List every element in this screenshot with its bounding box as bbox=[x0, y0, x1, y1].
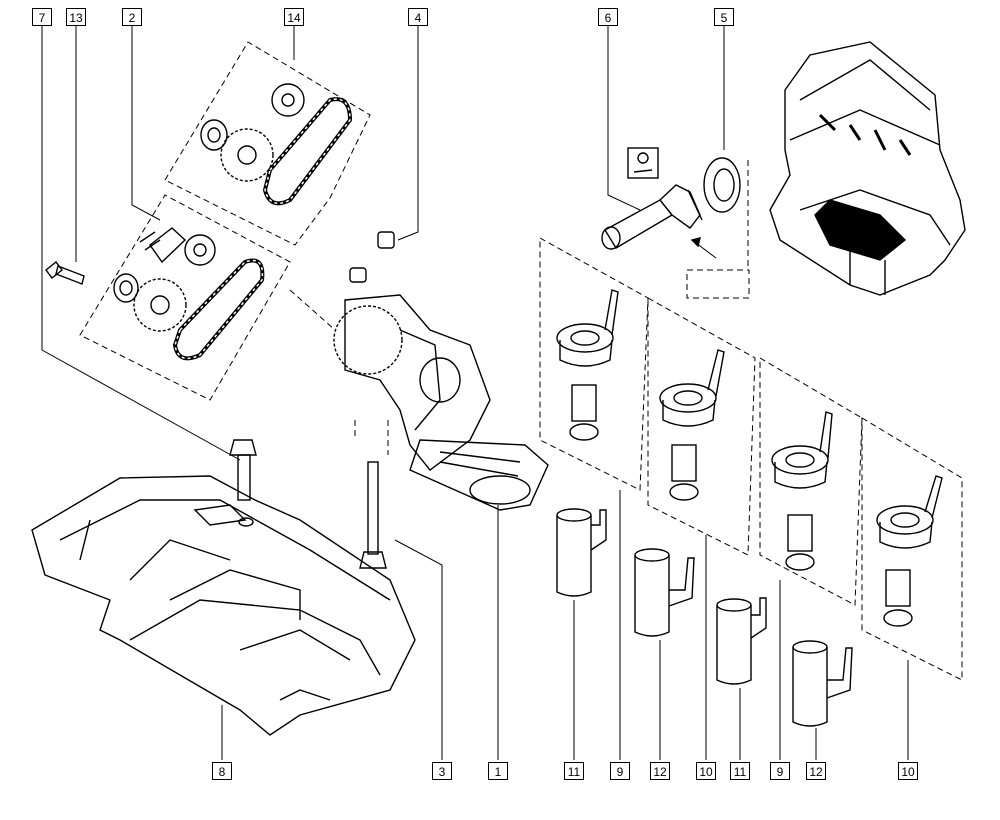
callout-1: 1 bbox=[488, 762, 508, 780]
callout-3: 3 bbox=[432, 762, 452, 780]
callout-11b: 11 bbox=[730, 762, 750, 780]
bolt-7 bbox=[229, 439, 257, 527]
oil-pump bbox=[333, 231, 549, 511]
oil-sump-baffle bbox=[31, 475, 416, 736]
callout-14: 14 bbox=[284, 8, 304, 26]
pump-screw-3 bbox=[359, 461, 387, 569]
banjo-fitting-4 bbox=[876, 475, 943, 627]
callout-10b: 10 bbox=[898, 762, 918, 780]
callout-7: 7 bbox=[32, 8, 52, 26]
callout-6: 6 bbox=[598, 8, 618, 26]
sleeve-11-a bbox=[556, 508, 607, 597]
callout-11: 11 bbox=[564, 762, 584, 780]
engine-block bbox=[769, 41, 966, 296]
oil-pump-chain-lower bbox=[113, 227, 265, 361]
banjo-fitting-3 bbox=[771, 411, 833, 571]
sleeve-11-b bbox=[716, 597, 767, 685]
callout-9b: 9 bbox=[770, 762, 790, 780]
callout-12b: 12 bbox=[806, 762, 826, 780]
callout-4: 4 bbox=[408, 8, 428, 26]
leader-lines bbox=[41, 26, 909, 760]
callout-5: 5 bbox=[714, 8, 734, 26]
bolt-13 bbox=[45, 261, 85, 285]
callout-13: 13 bbox=[66, 8, 86, 26]
banjo-fitting-1 bbox=[556, 289, 619, 441]
callout-10: 10 bbox=[696, 762, 716, 780]
sleeve-12-a bbox=[634, 548, 695, 637]
seal-ring bbox=[703, 157, 741, 213]
callout-8: 8 bbox=[212, 762, 232, 780]
callout-9: 9 bbox=[610, 762, 630, 780]
callout-2: 2 bbox=[122, 8, 142, 26]
callout-12: 12 bbox=[650, 762, 670, 780]
banjo-fitting-2 bbox=[659, 349, 725, 501]
dashed-group-frames bbox=[79, 41, 963, 681]
oil-pressure-sensor bbox=[601, 147, 717, 259]
sleeve-12-b bbox=[792, 640, 853, 727]
oil-pump-chain-upper bbox=[200, 83, 353, 206]
